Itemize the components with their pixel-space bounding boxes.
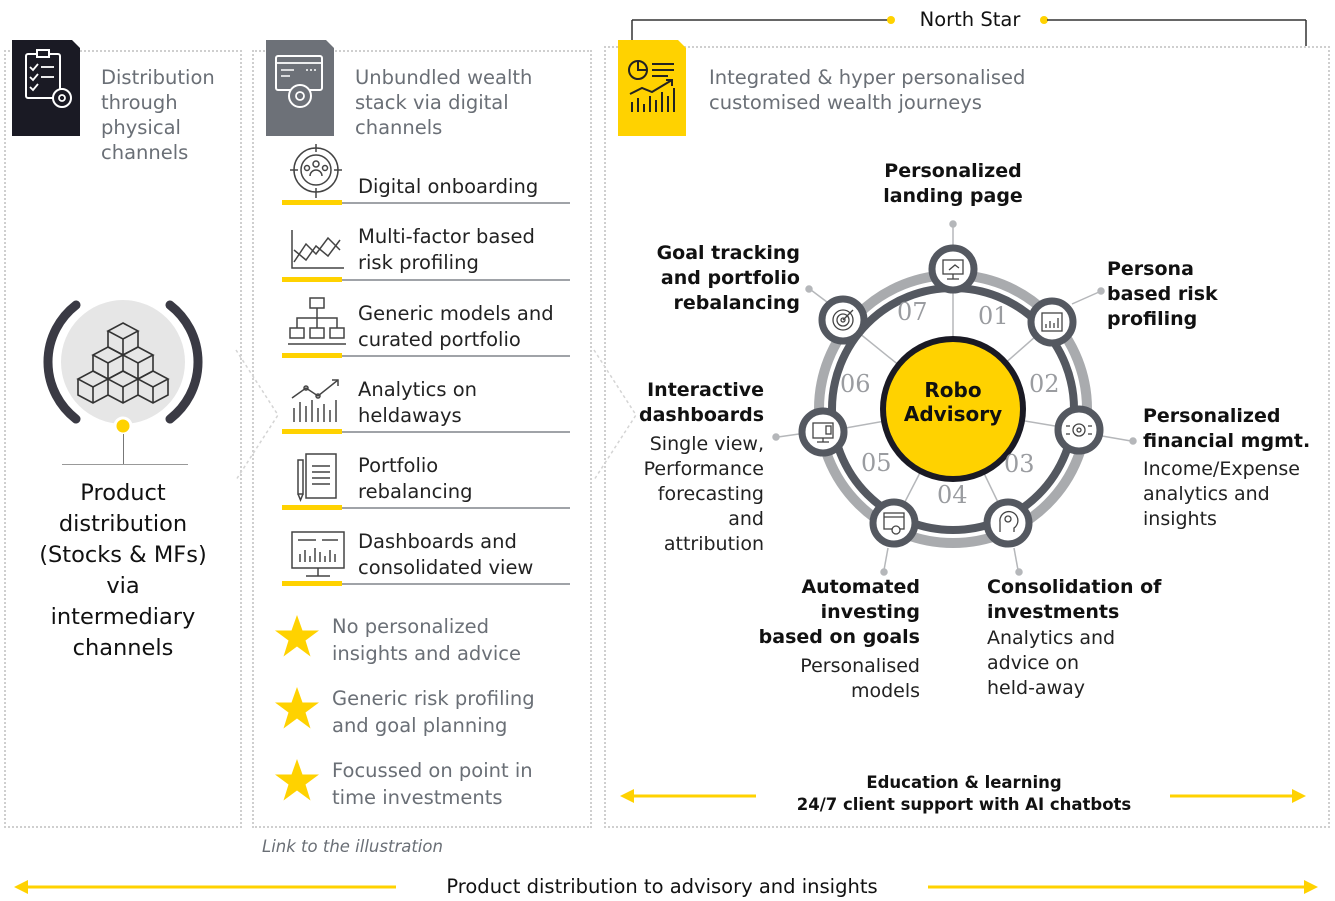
- item-divider: [282, 202, 570, 204]
- line-chart-icon: [291, 230, 344, 269]
- target-people-icon: [290, 144, 342, 198]
- illustration-link[interactable]: Link to the illustration: [262, 837, 443, 856]
- analytics-icon: [291, 379, 339, 422]
- wheel-number-03: 03: [1004, 450, 1035, 478]
- item-divider: [282, 279, 570, 281]
- checklist-gear-icon: [12, 40, 80, 136]
- item-accent: [282, 277, 342, 282]
- item-divider: [282, 507, 570, 509]
- wheel-number-04: 04: [937, 481, 968, 509]
- chart-report-icon: [618, 40, 686, 136]
- item-accent: [282, 581, 342, 586]
- star-icon: [275, 759, 319, 801]
- item-accent: [282, 353, 342, 358]
- panel-integrated: [604, 46, 1330, 828]
- north-star-bracket: [631, 16, 1307, 46]
- dashboard-monitor-icon: [291, 531, 345, 577]
- north-star-label: North Star: [919, 8, 1021, 31]
- wheel-number-07: 07: [897, 298, 928, 326]
- col1-connector: [123, 434, 124, 464]
- wheel-number-05: 05: [861, 449, 892, 477]
- col1-divider: [62, 464, 188, 465]
- item-accent: [282, 429, 342, 434]
- panel-digital: [252, 50, 592, 828]
- org-chart-icon: [288, 297, 346, 345]
- wheel-number-06: 06: [840, 370, 871, 398]
- footer-label: Product distribution to advisory and ins…: [446, 875, 878, 898]
- wheel-number-01: 01: [978, 302, 1009, 330]
- document-pen-icon: [297, 453, 337, 502]
- star-icon: [275, 615, 319, 657]
- browser-gear-icon: [266, 40, 334, 136]
- wheel-number-02: 02: [1029, 370, 1060, 398]
- item-divider: [282, 583, 570, 585]
- item-divider: [282, 431, 570, 433]
- item-accent: [282, 200, 342, 205]
- panel-physical: [4, 50, 242, 828]
- cubes-icon: [43, 300, 203, 436]
- item-accent: [282, 505, 342, 510]
- star-icon: [275, 687, 319, 729]
- item-digital-onboarding: Digital onboarding: [358, 175, 539, 198]
- item-divider: [282, 355, 570, 357]
